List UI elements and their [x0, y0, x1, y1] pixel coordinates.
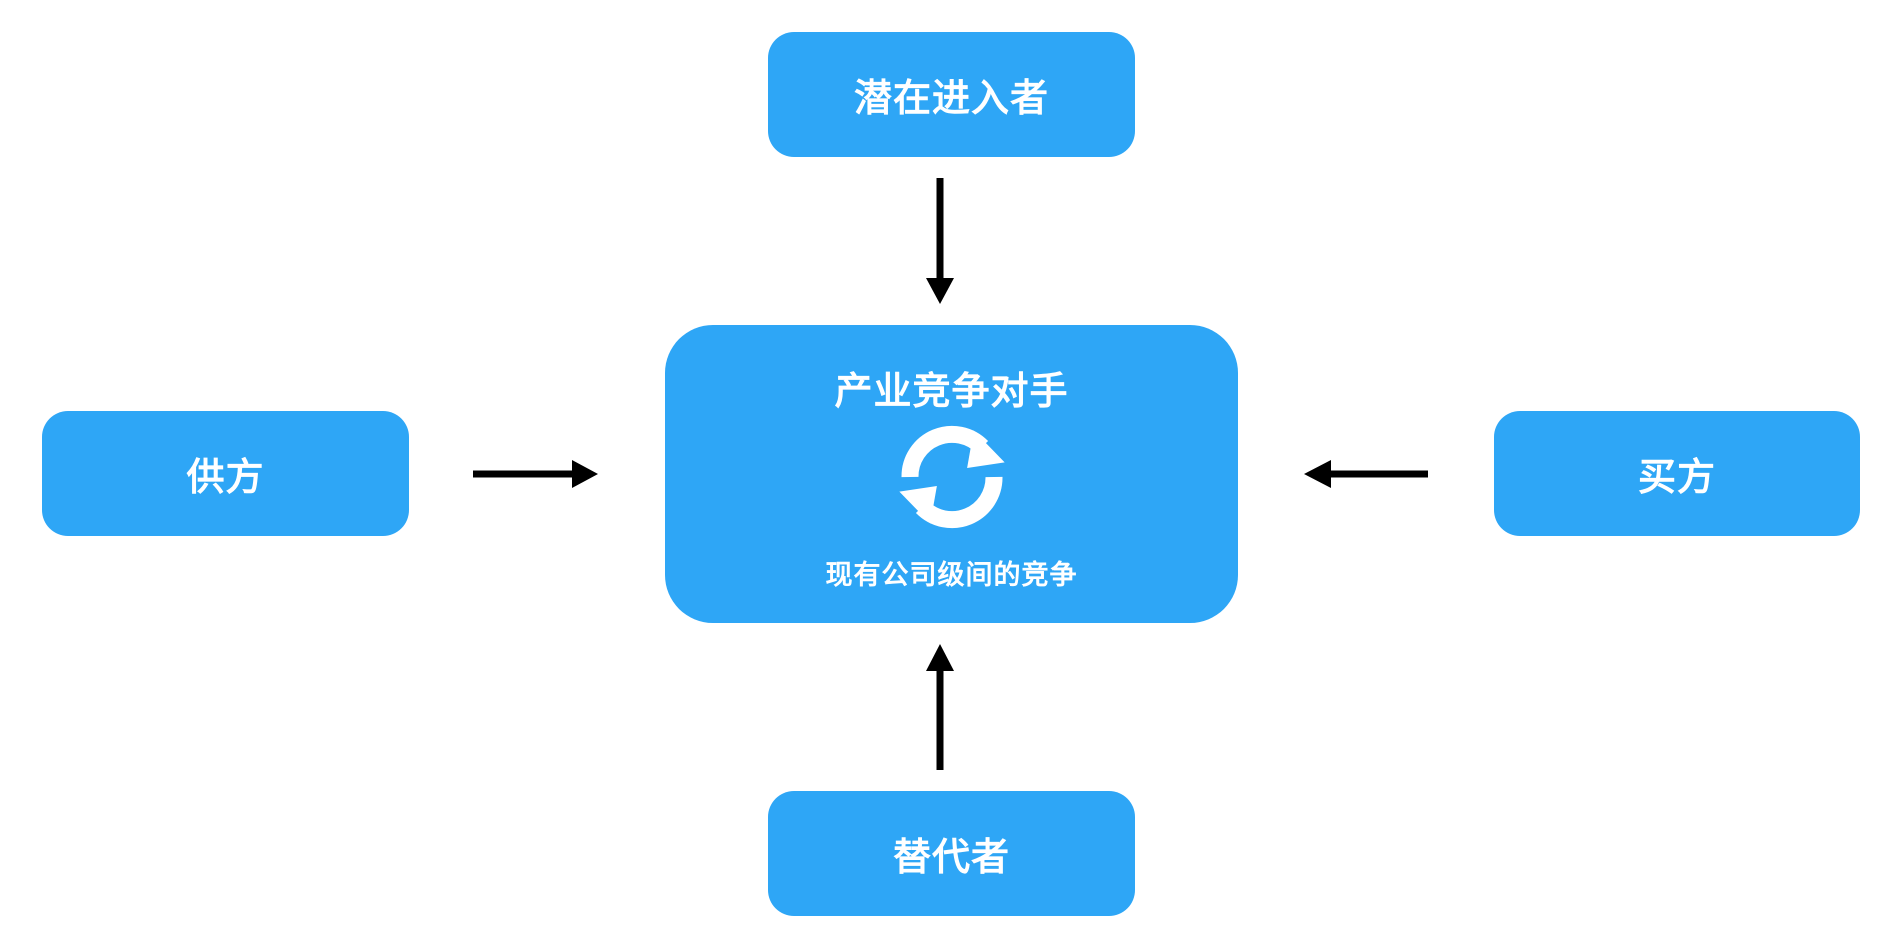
- node-label: 买方: [1637, 455, 1716, 499]
- node-substitutes: 替代者: [768, 791, 1135, 916]
- node-label: 替代者: [892, 835, 1010, 879]
- center-subtitle: 现有公司级间的竞争: [825, 560, 1078, 591]
- arrow-bottom-to-center: [926, 644, 954, 770]
- node-suppliers: 供方: [42, 411, 409, 536]
- node-label: 潜在进入者: [853, 76, 1049, 120]
- center-title: 产业竞争对手: [834, 369, 1069, 413]
- cycle-icon: [899, 425, 1005, 529]
- arrow-right-to-center: [1304, 460, 1428, 488]
- node-buyers: 买方: [1494, 411, 1860, 536]
- arrow-top-to-center: [926, 178, 954, 304]
- arrow-left-to-center: [473, 460, 598, 488]
- node-potential-entrants: 潜在进入者: [768, 32, 1135, 157]
- node-industry-competitors: 产业竞争对手 现有公司级间的竞争: [665, 325, 1238, 623]
- node-label: 供方: [186, 455, 265, 499]
